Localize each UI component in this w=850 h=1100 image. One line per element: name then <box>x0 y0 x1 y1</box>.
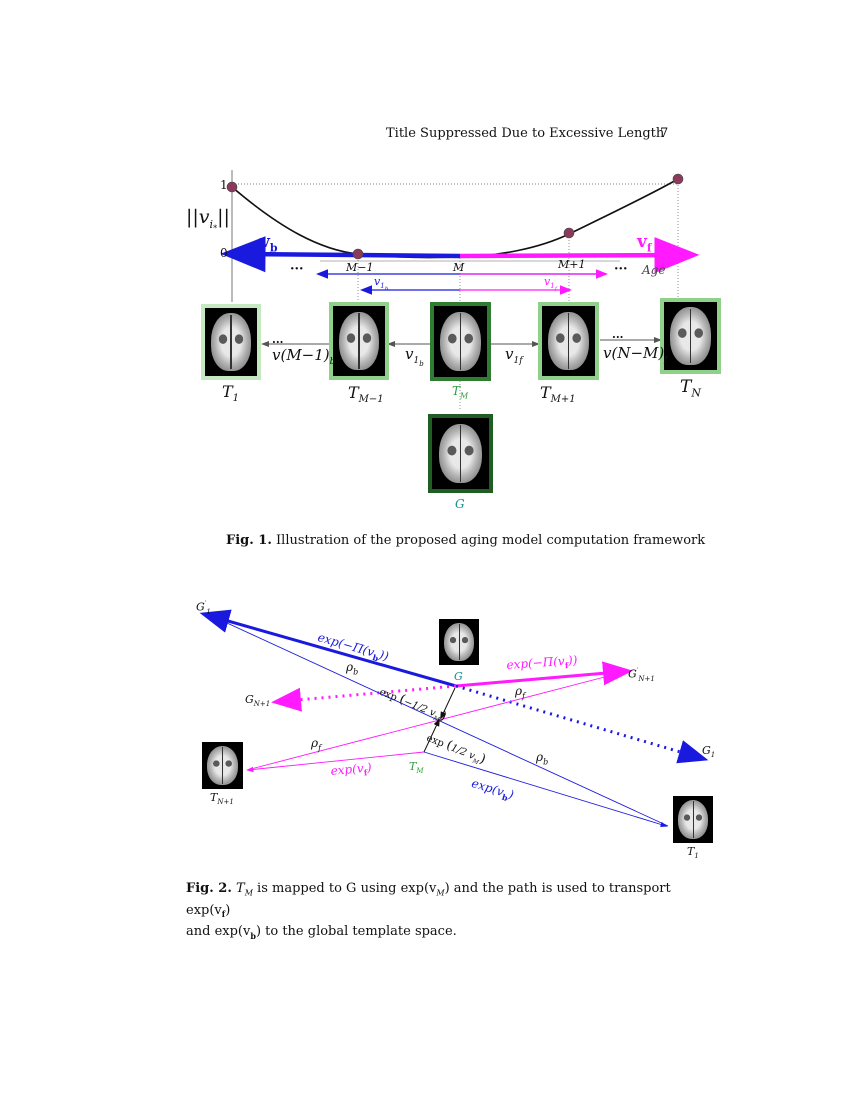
template-tn-image <box>660 298 721 374</box>
edge-label-v1b: v1b <box>405 345 424 368</box>
arrow-tm-to-midpoint <box>423 718 440 753</box>
edge-label-v1f: v1f <box>505 345 523 366</box>
label-gn1: GN+1 <box>245 693 271 709</box>
arrow-g-to-midpoint <box>440 687 456 720</box>
template-tm-1-image <box>329 302 389 380</box>
figure-2-caption: Fig. 2. TM is mapped to G using exp(vM) … <box>186 880 706 945</box>
brain-icon <box>664 302 717 370</box>
marker-tm-1 <box>352 248 364 260</box>
dotted-arrow-g-to-gn1 <box>271 684 457 712</box>
label-rho-f-left: ρf <box>311 736 322 753</box>
template-label-t1: T1 <box>222 382 240 405</box>
vb-label: vb <box>260 232 278 255</box>
marker-t1 <box>226 181 238 193</box>
arrow-g-to-g1prime <box>199 609 457 688</box>
arrow-tm-to-tn1 <box>246 751 425 773</box>
vf-axis-arrow <box>459 237 700 274</box>
caption-line-2: and exp(vb) to the global template space… <box>186 924 457 941</box>
label-tn1: TN+1 <box>210 791 234 807</box>
figure-1-caption: Fig. 1. Illustration of the proposed agi… <box>226 533 706 548</box>
page-number: 7 <box>660 126 669 141</box>
tick-label-m-1: M−1 <box>346 261 374 274</box>
v1f-small-label: v1f <box>544 275 557 293</box>
ellipsis-right: ··· <box>614 262 628 277</box>
edge-label-v-n-m-f: v(N−M)f <box>603 344 668 365</box>
label-rho-b-right: ρb <box>536 750 549 767</box>
y-tick-label-1: 1 <box>220 178 228 192</box>
global-template-g-image <box>428 414 493 493</box>
v1b-small-label: v1b <box>374 275 389 293</box>
brain-icon <box>202 742 243 789</box>
label-rho-f-top: ρf <box>515 684 526 701</box>
transport-line-t1-to-g1prime <box>213 616 669 827</box>
label-g1: G1 <box>702 744 716 760</box>
label-g: G <box>454 670 463 683</box>
label-rho-b-top: ρb <box>346 660 359 677</box>
running-header: Title Suppressed Due to Excessive Length… <box>0 126 850 146</box>
tick-label-m+1: M+1 <box>558 258 586 271</box>
marker-tm+1 <box>563 227 575 239</box>
ellipsis-chain-right: ··· <box>612 331 624 344</box>
template-tm+1-image <box>538 302 599 380</box>
brain-icon <box>205 308 257 376</box>
template-tm-image <box>430 302 491 381</box>
age-label: Age <box>642 263 666 277</box>
brain-t1-image <box>673 796 713 843</box>
ellipsis-chain-left: ··· <box>272 336 284 349</box>
brain-icon <box>542 306 595 376</box>
brain-icon <box>333 306 385 376</box>
ellipsis-left: ··· <box>290 262 304 277</box>
dotted-arrow-g-to-g1 <box>455 684 709 764</box>
vb-axis-arrow <box>220 236 461 273</box>
marker-tn <box>672 173 684 185</box>
vf-label: vf <box>637 232 652 255</box>
template-t1-image <box>201 304 261 380</box>
template-label-tm+1: TM+1 <box>540 383 576 406</box>
arrow-tm-to-t1 <box>423 751 668 828</box>
brain-icon <box>439 619 479 665</box>
label-t1: T1 <box>687 845 699 861</box>
template-label-tm: TM <box>452 384 469 401</box>
brain-g-image <box>439 619 479 665</box>
transport-line-tn1-to-gn1prime <box>246 672 621 771</box>
caption-line-1: Fig. 2. TM is mapped to G using exp(vM) … <box>186 881 671 920</box>
y-tick-label-0: 0 <box>220 246 228 260</box>
global-template-label: G <box>455 497 465 511</box>
arrow-g-to-gn1prime <box>455 661 633 688</box>
brain-icon <box>432 418 489 489</box>
y-axis-label: ||vi*|| <box>186 206 230 233</box>
template-label-tn: TN <box>680 377 701 400</box>
brain-icon <box>434 306 487 377</box>
label-tm: TM <box>409 760 424 776</box>
brain-icon <box>673 796 713 843</box>
label-gn1prime: G′N+1 <box>628 667 655 683</box>
running-title: Title Suppressed Due to Excessive Length <box>386 126 665 141</box>
label-g1prime: G′1 <box>196 600 211 616</box>
template-label-tm-1: TM−1 <box>348 383 384 406</box>
brain-tn1-image <box>202 742 243 789</box>
tick-label-m: M <box>453 261 465 274</box>
edge-label-v-m-1-b: v(M−1)b <box>272 346 336 367</box>
